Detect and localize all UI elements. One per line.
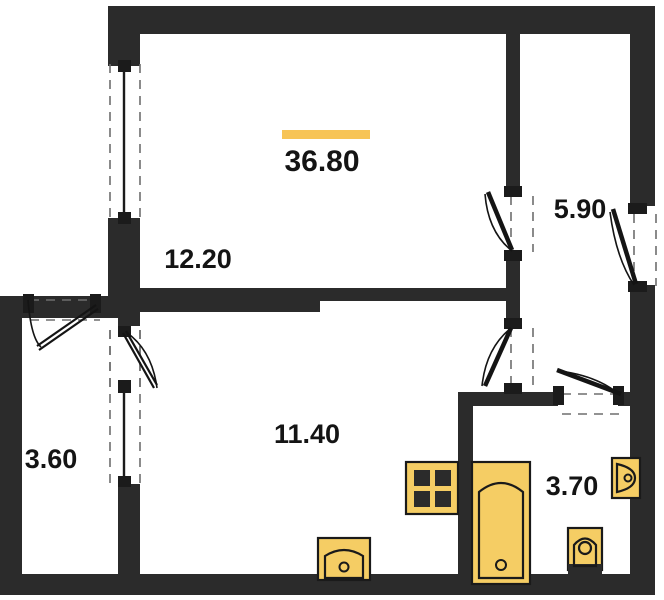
wall-balcony-left: [0, 296, 22, 595]
door-entry-balcony: [23, 294, 101, 351]
wall-bathroom-top-right: [618, 392, 655, 406]
door-living-to-bedroom: [484, 186, 534, 261]
wall-exterior-right-upper: [630, 6, 655, 206]
wall-bedroom-partition-middle: [506, 253, 520, 321]
wall-balcony-bottom: [0, 574, 140, 595]
window-living-left: [109, 60, 141, 224]
accent-underline-bar: [282, 130, 370, 139]
wall-bathroom-top-left: [458, 392, 558, 406]
room-label-hall: 11.40: [274, 419, 340, 449]
room-label-balcony: 3.60: [25, 444, 78, 474]
wall-balcony-right-bottom: [118, 484, 140, 595]
room-label-bedroom: 5.90: [554, 194, 607, 224]
kitchen-sink-fixture: [316, 536, 372, 582]
doors-group: [23, 186, 657, 415]
toilet-fixture: [566, 526, 604, 584]
wall-living-hall-thick: [140, 288, 320, 312]
wall-exterior-top: [108, 6, 655, 34]
fixtures-group: [316, 456, 642, 586]
room-labels-group: 36.80 12.20 5.90 11.40 3.60 3.70: [25, 145, 607, 501]
wall-balcony-top: [0, 296, 140, 318]
door-bedroom-exterior-right: [609, 203, 657, 292]
door-bathroom: [553, 367, 624, 415]
wall-living-left-top: [108, 6, 140, 66]
room-label-kitchen-zone: 12.20: [164, 244, 232, 274]
room-label-bathroom: 3.70: [546, 471, 599, 501]
door-hall-to-bedroom: [481, 318, 534, 394]
room-label-living: 36.80: [284, 145, 359, 178]
wall-bedroom-partition-upper: [506, 30, 520, 192]
wall-balcony-right-top: [118, 296, 140, 326]
door-balcony-to-hall: [109, 326, 158, 391]
washbasin-fixture: [610, 456, 642, 500]
wall-living-hall-thin: [320, 288, 518, 301]
wall-bathroom-left: [458, 392, 473, 585]
bathtub-fixture: [470, 460, 532, 586]
cooktop-fixture: [404, 460, 460, 516]
wall-exterior-right-lower: [630, 285, 655, 595]
